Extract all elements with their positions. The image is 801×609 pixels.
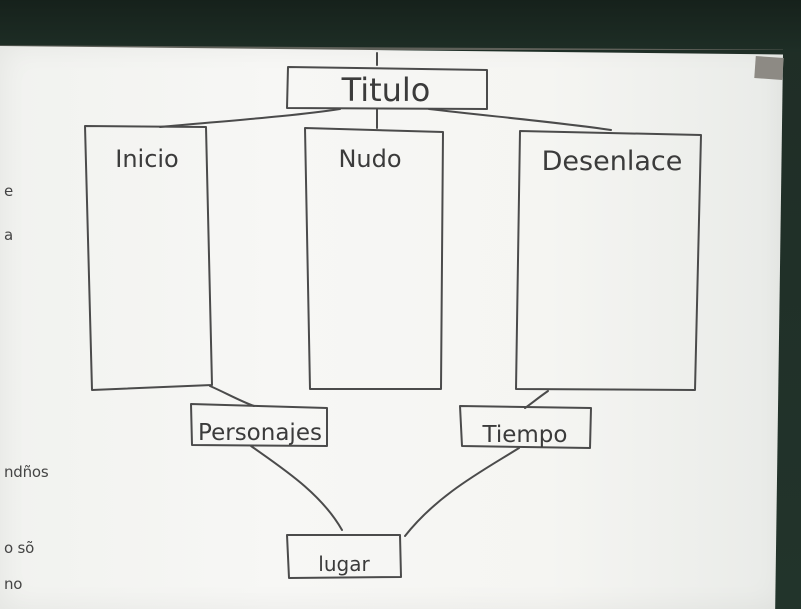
title-to-desenlace-connector (428, 108, 612, 131)
tiempo-label: Tiempo (482, 422, 568, 448)
right-decoration-strip (753, 0, 801, 609)
left-cut-text-4: o sõ (4, 539, 35, 557)
tiempo-box (459, 405, 592, 449)
left-cut-text-1: e (4, 182, 14, 200)
inicio-to-personajes-connector (209, 385, 255, 407)
desenlace-label: Desenlace (542, 146, 683, 177)
inicio-box (84, 125, 213, 391)
lugar-box (286, 534, 402, 579)
title-label: Titulo (341, 71, 431, 109)
lugar-label: lugar (318, 552, 370, 576)
personajes-to-lugar-connector (250, 445, 343, 531)
left-cut-text-5: no (4, 575, 23, 593)
title-box (286, 66, 488, 110)
inicio-label: Inicio (115, 145, 179, 173)
personajes-label: Personajes (198, 420, 322, 446)
left-cut-text-3: ndños (4, 463, 49, 481)
tiempo-to-lugar-connector (404, 447, 520, 537)
nudo-label: Nudo (338, 145, 401, 173)
whiteboard-top-edge (0, 45, 783, 50)
whiteboard (0, 46, 783, 609)
nudo-box (304, 127, 444, 390)
left-cut-text-2: a (4, 226, 13, 244)
title-to-inicio-connector (159, 108, 341, 128)
personajes-box (190, 403, 328, 447)
desenlace-to-tiempo-connector (524, 390, 549, 409)
top-wall-shadow (0, 0, 801, 52)
desenlace-box (515, 130, 702, 391)
